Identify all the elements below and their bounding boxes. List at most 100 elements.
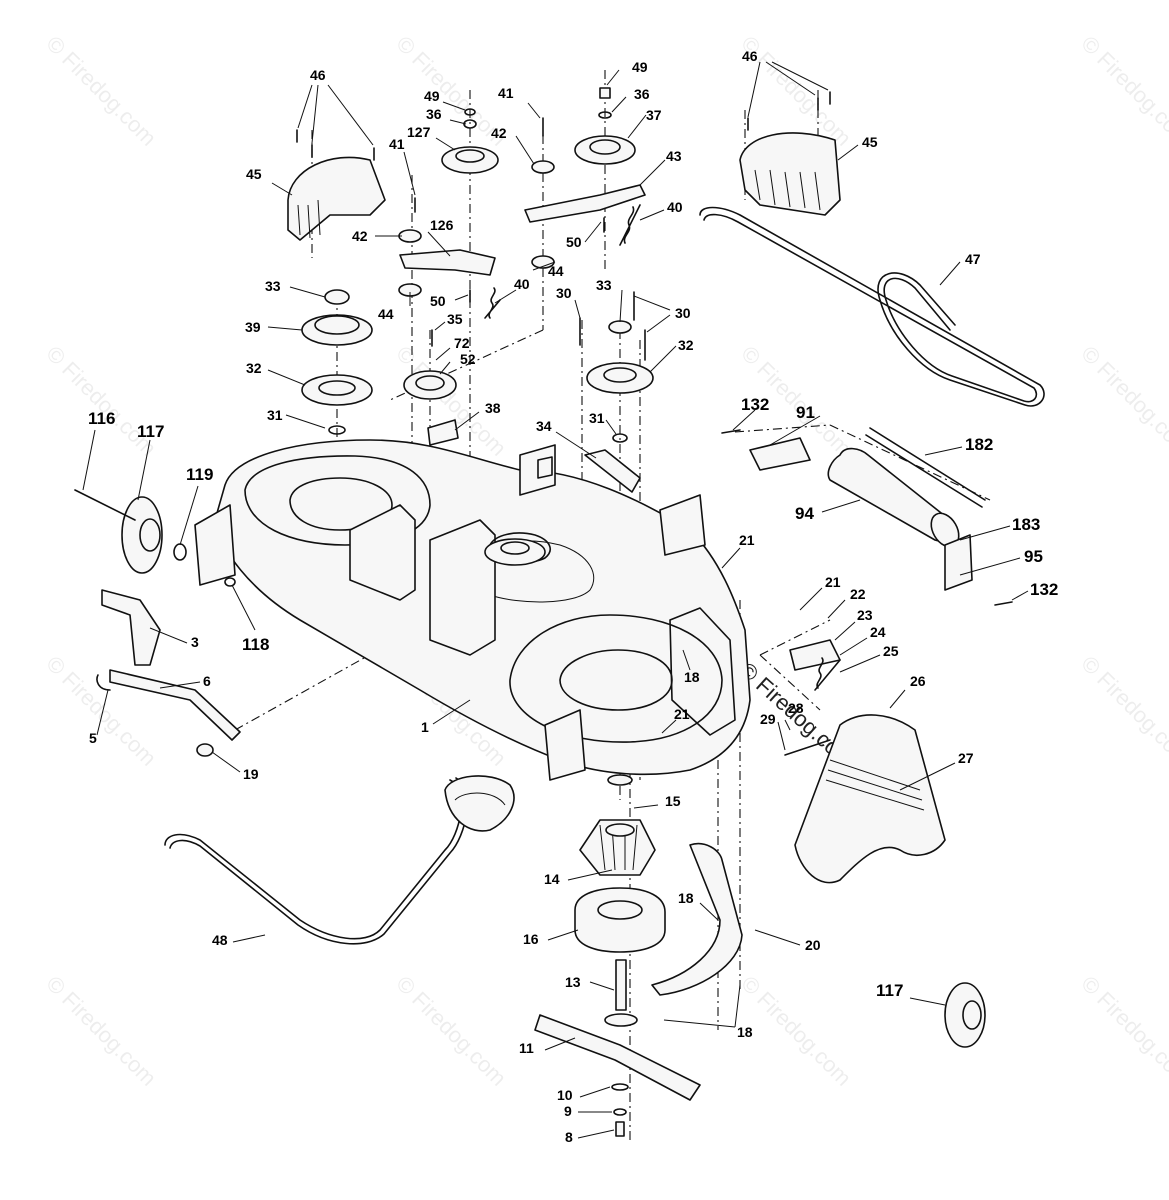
callout-label: 25: [883, 643, 899, 659]
callout-label: 49: [632, 59, 648, 75]
callout-label: 132: [741, 395, 769, 414]
callout-label: 118: [242, 635, 269, 654]
callout-label: 30: [556, 285, 572, 301]
watermark-text: © Firedog.com: [1076, 341, 1169, 461]
lift-linkage: [96, 589, 241, 757]
callout-label: 42: [491, 125, 507, 141]
callout-label: 15: [665, 793, 681, 809]
watermark-text: © Firedog.com: [41, 971, 161, 1091]
leader-lines: [82, 61, 1029, 1139]
callout-label: 5: [89, 730, 97, 746]
discharge-chute: [651, 639, 946, 996]
callout-label: 50: [566, 234, 582, 250]
callout-label: 46: [742, 48, 758, 64]
pulleys: [301, 87, 654, 566]
callout-label: 33: [596, 277, 612, 293]
callout-label: 23: [857, 607, 873, 623]
callout-label: 91: [796, 403, 815, 422]
callout-label: 21: [825, 574, 841, 590]
callout-label: 44: [548, 263, 564, 279]
callout-label: 72: [454, 335, 470, 351]
callout-label: 48: [212, 932, 228, 948]
callout-label: 11: [519, 1040, 534, 1056]
callout-label: 29: [760, 711, 776, 727]
belt-covers: [287, 132, 841, 241]
callout-label: 46: [310, 67, 326, 83]
callout-label: 44: [378, 306, 394, 322]
brackets-and-hardware: [296, 91, 831, 493]
callout-label: 50: [430, 293, 446, 309]
callout-label: 43: [666, 148, 682, 164]
callout-labels: 46 45 41 42 126 49 36 127 41 42 44 50 44…: [88, 48, 1058, 1145]
watermark-text: © Firedog.com: [41, 651, 161, 771]
watermark-text: © Firedog.com: [1076, 31, 1169, 151]
callout-label: 3: [191, 634, 199, 650]
callout-label: 40: [514, 276, 530, 292]
callout-label: 126: [430, 217, 454, 233]
callout-label: 18: [684, 669, 700, 685]
callout-label: 32: [246, 360, 262, 376]
blade-spindle-assembly: [534, 774, 701, 1137]
drive-belts: [164, 206, 1045, 945]
callout-label: 45: [862, 134, 878, 150]
callout-label: 117: [876, 981, 903, 1000]
callout-label: 6: [203, 673, 211, 689]
watermark-text: © Firedog.com: [41, 341, 161, 461]
callout-label: 49: [424, 88, 440, 104]
callout-label: 31: [589, 410, 605, 426]
callout-label: 52: [460, 351, 476, 367]
callout-label: 41: [498, 85, 514, 101]
callout-label: 47: [965, 251, 981, 267]
callout-label: 36: [634, 86, 650, 102]
callout-label: 30: [675, 305, 691, 321]
callout-label: 117: [137, 422, 164, 441]
callout-label: 45: [246, 166, 262, 182]
callout-label: 21: [739, 532, 755, 548]
watermark-text: © Firedog.com: [41, 31, 161, 151]
watermark-text: © Firedog.com: [391, 971, 511, 1091]
callout-label: 16: [523, 931, 539, 947]
callout-label: 127: [407, 124, 431, 140]
callout-label: 13: [565, 974, 581, 990]
callout-label: 116: [88, 409, 115, 428]
callout-label: 31: [267, 407, 283, 423]
watermark-text: © Firedog.com: [1076, 971, 1169, 1091]
callout-label: 37: [646, 107, 662, 123]
callout-label: 34: [536, 418, 552, 434]
mower-deck-housing: [194, 439, 751, 781]
callout-label: 40: [667, 199, 683, 215]
callout-label: 32: [678, 337, 694, 353]
callout-label: 18: [737, 1024, 753, 1040]
callout-label: 21: [674, 706, 690, 722]
callout-label: 18: [678, 890, 694, 906]
callout-label: 20: [805, 937, 821, 953]
watermark-text: © Firedog.com: [736, 971, 856, 1091]
callout-label: 33: [265, 278, 281, 294]
callout-label: 24: [870, 624, 886, 640]
callout-label: 19: [243, 766, 259, 782]
callout-label: 36: [426, 106, 442, 122]
callout-label: 95: [1024, 547, 1043, 566]
callout-label: 9: [564, 1103, 572, 1119]
callout-label: 1: [421, 719, 429, 735]
anti-scalp-roller: [721, 427, 1013, 606]
callout-label: 42: [352, 228, 368, 244]
callout-label: 38: [485, 400, 501, 416]
callout-label: 94: [795, 504, 814, 523]
callout-label: 132: [1030, 580, 1058, 599]
callout-label: 119: [186, 465, 213, 484]
callout-label: 28: [788, 700, 804, 716]
deck-wheels: [74, 489, 986, 1048]
callout-label: 35: [447, 311, 463, 327]
callout-label: 8: [565, 1129, 573, 1145]
callout-label: 22: [850, 586, 866, 602]
callout-label: 41: [389, 136, 405, 152]
watermark-text: © Firedog.com: [1076, 651, 1169, 771]
callout-label: 183: [1012, 515, 1040, 534]
callout-label: 14: [544, 871, 560, 887]
callout-label: 27: [958, 750, 974, 766]
callout-label: 26: [910, 673, 926, 689]
callout-label: 39: [245, 319, 261, 335]
callout-label: 10: [557, 1087, 573, 1103]
